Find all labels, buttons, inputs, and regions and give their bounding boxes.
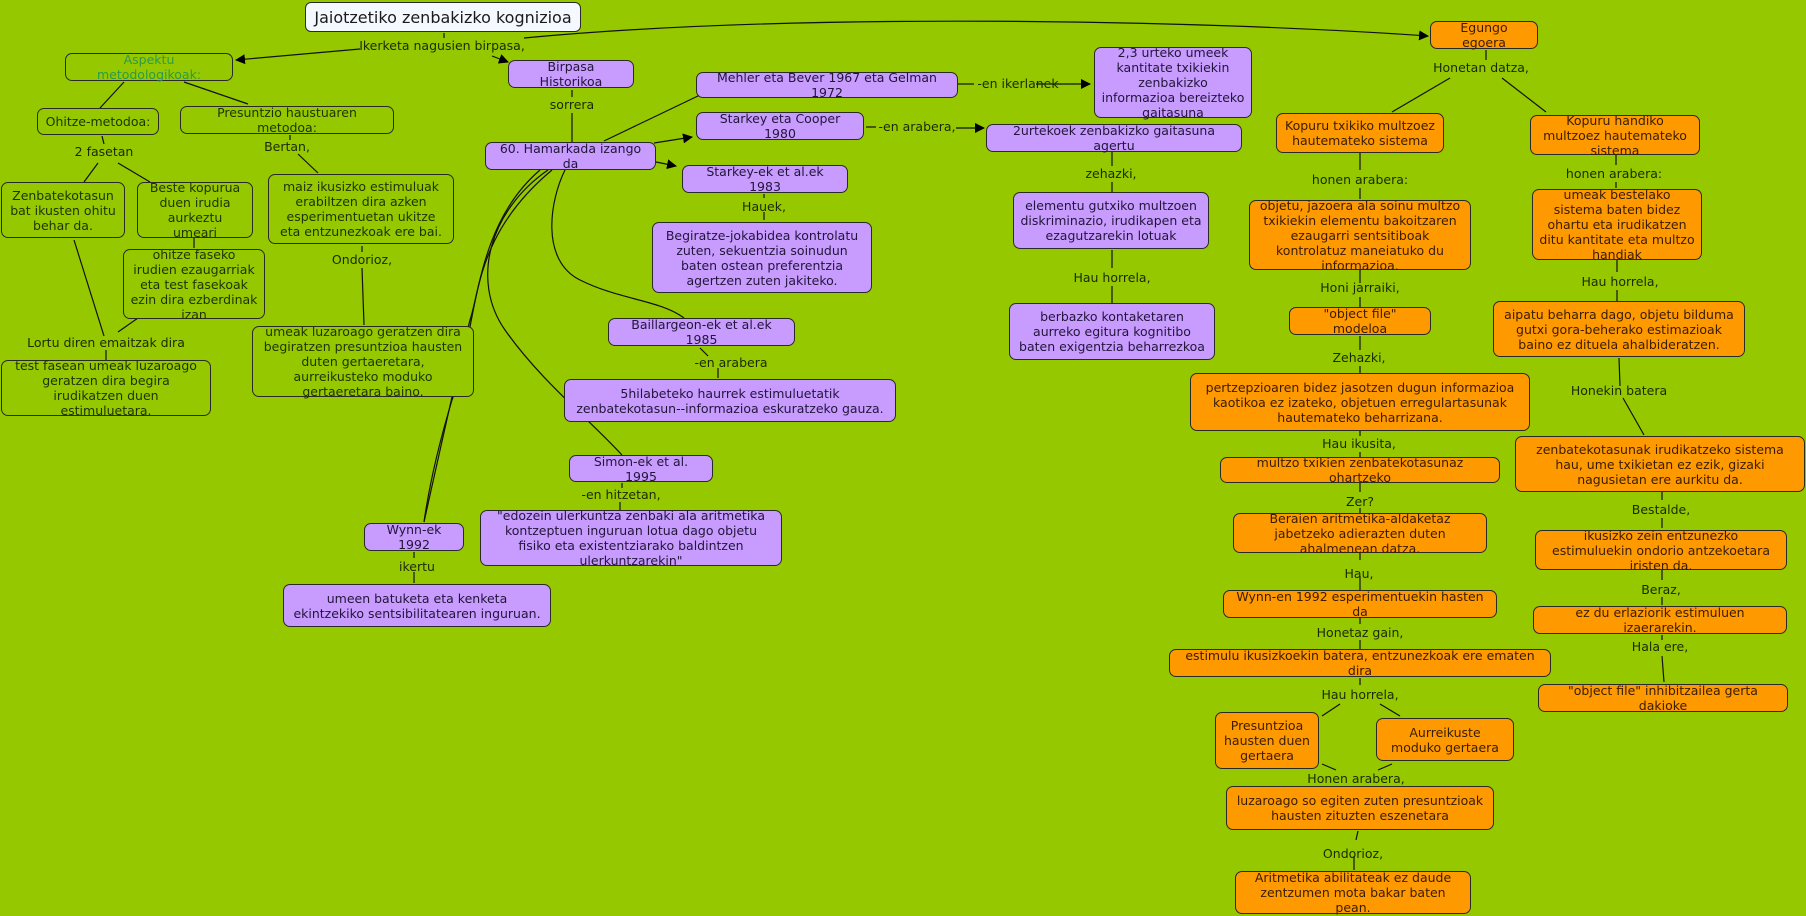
link-label-beraz: Beraz, <box>1641 582 1681 597</box>
link-label-hitzetan: -en hitzetan, <box>581 487 661 502</box>
link-label-honetaz-gain: Honetaz gain, <box>1316 625 1404 640</box>
link-label-bestalde: Bestalde, <box>1631 502 1691 517</box>
node-berbazko[interactable]: berbazko kontaketaren aurreko egitura ko… <box>1009 303 1215 360</box>
node-umeak-luzaroago[interactable]: umeak luzaroago geratzen dira begiratzen… <box>252 324 474 399</box>
node-aritmetika-abilitateak[interactable]: Aritmetika abilitateak ez daude zentzume… <box>1235 870 1471 915</box>
node-presuntzio-metodoa[interactable]: Presuntzio haustuaren metodoa: <box>180 105 394 135</box>
node-zenbatekotasun[interactable]: Zenbatekotasun bat ikusten ohitu behar d… <box>1 182 125 238</box>
node-pertzepzioaren[interactable]: pertzepzioaren bidez jasotzen dugun info… <box>1190 373 1530 431</box>
node-starkey-1983[interactable]: Starkey-ek et al.ek 1983 <box>682 164 848 194</box>
link-label-hauek: Hauek, <box>742 199 786 214</box>
node-presuntzioa-hausten[interactable]: Presuntzioa hausten duen gertaera <box>1215 712 1319 769</box>
link-label-zehazki-1: zehazki, <box>1085 166 1137 181</box>
node-estimulu-ikusizkoekin[interactable]: estimulu ikusizkoekin batera, entzunezko… <box>1169 648 1551 678</box>
link-label-zehazki-2: Zehazki, <box>1332 350 1386 365</box>
node-kopuru-handiko[interactable]: Kopuru handiko multzoez hautemateko sist… <box>1530 113 1700 158</box>
link-label-bertan: Bertan, <box>264 139 310 154</box>
node-test-fasean[interactable]: test fasean umeak luzaroago geratzen dir… <box>1 358 211 418</box>
node-ikusizko-zein[interactable]: ikusizko zein entzunezko estimuluekin on… <box>1535 528 1787 573</box>
node-beraien-aritmetika[interactable]: Beraien aritmetika-aldaketaz jabetzeko a… <box>1233 511 1487 556</box>
node-beste-kopurua[interactable]: Beste kopurua duen irudia aurkeztu umear… <box>137 180 253 240</box>
link-label-honen-arabera-1: honen arabera: <box>1311 172 1409 187</box>
root-concept-title[interactable]: Jaiotzetiko zenbakizko kognizioa <box>305 2 581 32</box>
node-object-file-modeloa[interactable]: "object file" modeloa <box>1289 306 1431 336</box>
node-ohitze-faseko[interactable]: ohitze faseko irudien ezaugarriak eta te… <box>123 247 265 322</box>
link-label-ondorioz-2: Ondorioz, <box>1322 846 1384 861</box>
link-label-sorrera: sorrera <box>549 97 595 112</box>
link-label-honi-jarraiki: Honi jarraiki, <box>1320 280 1400 295</box>
link-label-honekin-batera: Honekin batera <box>1570 383 1668 398</box>
node-5hilabeteko[interactable]: 5hilabeteko haurrek estimuluetatik zenba… <box>564 379 896 422</box>
link-label-hau-horrela-2: Hau horrela, <box>1321 687 1399 702</box>
link-label-ikerketa: Ikerketa nagusien birpasa, <box>359 38 525 53</box>
node-birpasa-historikoa[interactable]: Birpasa Historikoa <box>508 59 634 89</box>
node-objetu-jazoera[interactable]: objetu, jazoera ala soinu multzo txikiek… <box>1249 198 1471 273</box>
node-aspektu-metodologikoak[interactable]: Aspektu metodologikoak: <box>65 52 233 82</box>
node-2-3-urteko[interactable]: 2,3 urteko umeek kantitate txikiekin zen… <box>1094 45 1252 120</box>
link-label-ondorioz-1: Ondorioz, <box>331 252 393 267</box>
node-wynn-en-1992[interactable]: Wynn-en 1992 esperimentuekin hasten da <box>1223 589 1497 619</box>
node-egungo-egoera[interactable]: Egungo egoera <box>1430 20 1538 50</box>
link-label-2-fasetan: 2 fasetan <box>74 144 134 159</box>
node-umeak-bestelako[interactable]: umeak bestelako sistema baten bidez ohar… <box>1532 187 1702 262</box>
node-mehler-bever[interactable]: Mehler eta Bever 1967 eta Gelman 1972 <box>696 70 958 100</box>
node-multzo-txikien[interactable]: multzo txikien zenbatekotasunaz ohartzek… <box>1220 455 1500 485</box>
node-zenbatekotasunak[interactable]: zenbatekotasunak irudikatzeko sistema ha… <box>1515 436 1805 492</box>
link-label-honetan-datza: Honetan datza, <box>1433 60 1529 75</box>
node-object-file-inhibitzailea[interactable]: "object file" inhibitzailea gerta dakiok… <box>1538 683 1788 713</box>
node-simon-1995[interactable]: Simon-ek et al. 1995 <box>569 454 713 484</box>
node-begiratze-jokabidea[interactable]: Begiratze-jokabidea kontrolatu zuten, se… <box>652 222 872 293</box>
link-label-honen-arabera-2: honen arabera: <box>1565 166 1663 181</box>
node-ez-du-erlaziorik[interactable]: ez du erlaziorik estimuluen izaerarekin. <box>1533 605 1787 635</box>
node-2urtekoek[interactable]: 2urtekoek zenbakizko gaitasuna agertu <box>986 123 1242 153</box>
node-kopuru-txikiko[interactable]: Kopuru txikiko multzoez hautemateko sist… <box>1276 113 1444 153</box>
node-umeen-batuketa[interactable]: umeen batuketa eta kenketa ekintzekiko s… <box>283 584 551 627</box>
link-label-zer: Zer? <box>1345 494 1375 509</box>
link-label-hau: Hau, <box>1344 566 1374 581</box>
node-aipatu-beharra[interactable]: aipatu beharra dago, objetu bilduma gutx… <box>1493 301 1745 357</box>
node-elementu-gutxiko[interactable]: elementu gutxiko multzoen diskriminazio,… <box>1013 192 1209 249</box>
link-label-en-arabera-1: -en arabera, <box>878 119 956 134</box>
node-60-hamarkada[interactable]: 60. Hamarkada izango da <box>485 141 656 171</box>
link-label-ikertu: ikertu <box>399 559 435 574</box>
link-label-ikerlanek: -en ikerlanek <box>977 76 1059 91</box>
link-label-hau-ikusita: Hau ikusita, <box>1322 436 1396 451</box>
node-edozein-ulerkuntza[interactable]: "edozein ulerkuntza zenbaki ala aritmeti… <box>480 508 782 568</box>
node-starkey-cooper[interactable]: Starkey eta Cooper 1980 <box>696 111 864 141</box>
link-label-hau-horrela-1: Hau horrela, <box>1073 270 1151 285</box>
link-label-lortu: Lortu diren emaitzak dira <box>27 335 185 350</box>
node-ohitze-metodoa[interactable]: Ohitze-metodoa: <box>37 108 159 135</box>
link-label-honen-arabera-3: Honen arabera, <box>1307 771 1405 786</box>
node-aurreikuste[interactable]: Aurreikuste moduko gertaera <box>1376 718 1514 761</box>
node-baillargeon[interactable]: Baillargeon-ek et al.ek 1985 <box>608 317 795 347</box>
link-label-hala-ere: Hala ere, <box>1631 639 1689 654</box>
node-luzaroago-so[interactable]: luzaroago so egiten zuten presuntzioak h… <box>1226 786 1494 830</box>
link-label-hau-horrela-3: Hau horrela, <box>1581 274 1659 289</box>
node-wynn-1992[interactable]: Wynn-ek 1992 <box>364 522 464 552</box>
link-label-en-arabera-2: -en arabera <box>694 355 768 370</box>
node-maiz-ikusizko[interactable]: maiz ikusizko estimuluak erabiltzen dira… <box>268 174 454 244</box>
